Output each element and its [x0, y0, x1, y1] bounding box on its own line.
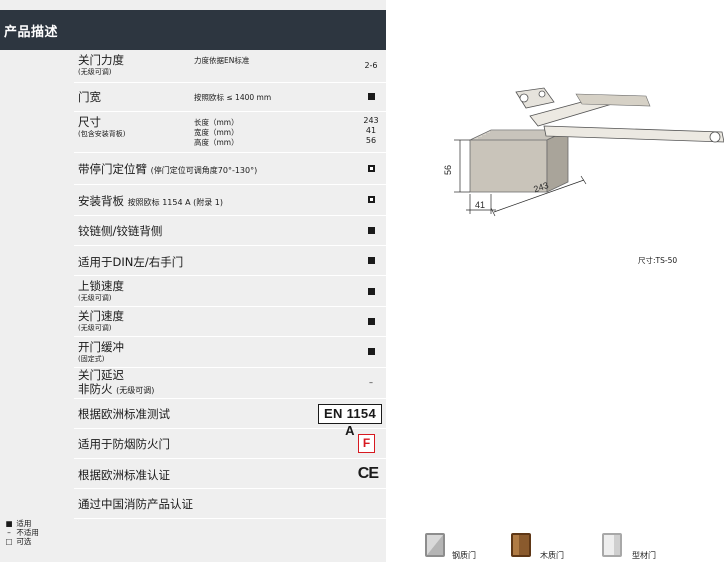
spec-row-din-left-right: 适用于DIN左/右手门	[74, 246, 386, 276]
spec-panel	[0, 0, 386, 562]
door-type-label: 型材门	[632, 551, 656, 560]
spec-sublabel: (固定式)	[78, 355, 105, 363]
spec-label: 适用于DIN左/右手门	[78, 255, 184, 269]
spec-row-delayed-action: 关门延迟 非防火 (无级可调) –	[74, 368, 386, 399]
en-1154-badge: EN 1154 A	[318, 404, 382, 438]
section-title: 产品描述	[4, 25, 59, 40]
spec-label: 安装背板 按照欧标 1154 A (附录 1)	[78, 194, 223, 208]
spec-row-backcheck: 开门缓冲 (固定式)	[74, 337, 386, 368]
spec-row-en-test: 根据欧洲标准测试 EN 1154 A	[74, 399, 386, 438]
door-type-wood: 木质门	[510, 532, 580, 562]
door-type-label: 钢质门	[452, 551, 476, 560]
ce-mark-icon: CE	[357, 465, 379, 482]
dimension-width	[466, 194, 496, 214]
spec-sublabel: (无级可调)	[78, 294, 112, 302]
door-type-profile: 型材门	[601, 532, 671, 562]
spec-label: 根据欧洲标准测试	[78, 407, 170, 421]
dimension-length	[490, 175, 587, 217]
applicable-symbol	[356, 227, 386, 237]
spec-value: –	[369, 378, 373, 387]
fire-door-badge: F	[358, 434, 375, 453]
spec-label: 通过中国消防产品认证	[78, 497, 193, 511]
spec-label: 开门缓冲	[78, 340, 124, 354]
spec-row-door-width: 门宽 按照欧标 ≤ 1400 mm	[74, 83, 386, 112]
applicable-symbol	[356, 257, 386, 267]
spec-value-width: 41	[365, 126, 377, 135]
spec-detail-height: 高度（mm）	[194, 138, 239, 147]
spec-label: 关门力度	[78, 53, 124, 67]
spec-row-dimensions: 尺寸 (包含安装背板) 长度（mm） 宽度（mm） 高度（mm） 243 41 …	[74, 112, 386, 153]
profile-door-icon	[602, 533, 622, 557]
spec-label: 带停门定位臂 (停门定位可调角度70°-130°)	[78, 162, 258, 176]
wood-door-icon	[511, 533, 531, 557]
applicable-symbol	[356, 288, 386, 298]
optional-symbol	[356, 165, 386, 175]
door-type-label: 木质门	[540, 551, 564, 560]
spec-row-ce-cert: 根据欧洲标准认证 CE	[74, 459, 386, 489]
legend-item: □ 可选	[5, 537, 32, 546]
spec-row-hold-open-arm: 带停门定位臂 (停门定位可调角度70°-130°)	[74, 153, 386, 185]
dimension-length-label: 243	[532, 180, 549, 194]
symbol-legend: ■ 适用 – 不适用 □ 可选	[4, 519, 39, 546]
spec-label: 关门速度	[78, 309, 124, 323]
section-header: 产品描述	[0, 10, 386, 50]
spec-label: 适用于防烟防火门	[78, 437, 170, 451]
spec-value-height: 56	[365, 136, 377, 145]
spec-detail: 力度依据EN标准	[194, 56, 250, 65]
spec-sublabel: (包含安装背板)	[78, 130, 126, 138]
spec-label: 铰链侧/铰链背侧	[78, 224, 163, 238]
spec-label-secondary: 非防火 (无级可调)	[78, 382, 155, 396]
spec-sublabel: (无级可调)	[78, 324, 112, 332]
spec-label: 根据欧洲标准认证	[78, 468, 170, 482]
spec-row-hinge-side: 铰链侧/铰链背侧	[74, 216, 386, 246]
spec-row-closing-force: 关门力度 (无级可调) 力度依据EN标准 2-6	[74, 50, 386, 83]
spec-detail: 按照欧标 ≤ 1400 mm	[194, 93, 272, 102]
dimension-height-label: 56	[443, 165, 453, 175]
arm-plate	[575, 93, 651, 107]
dimension-width-label: 41	[475, 200, 485, 210]
arm-shoe	[515, 87, 555, 109]
applicable-symbol	[356, 318, 386, 328]
optional-symbol	[356, 196, 386, 206]
spec-row-latch-speed: 上锁速度 (无级可调)	[74, 276, 386, 307]
spec-row-fire-door: 适用于防烟防火门 F	[74, 429, 386, 459]
legend-item: ■ 适用	[5, 519, 32, 528]
spec-value-length: 243	[363, 116, 379, 125]
door-closer-drawing: 56 41 243	[443, 87, 724, 217]
spec-label: 关门延迟	[78, 368, 124, 382]
spec-value: 2-6	[364, 61, 378, 70]
applicable-symbol	[356, 348, 386, 358]
spec-row-closing-speed: 关门速度 (无级可调)	[74, 307, 386, 337]
dimension-height	[454, 139, 470, 193]
spec-row-china-cert: 通过中国消防产品认证	[74, 489, 386, 519]
dimension-caption: 尺寸:TS-50	[638, 256, 678, 265]
spec-label: 门宽	[78, 90, 101, 104]
door-type-steel: 钢质门	[424, 532, 494, 562]
spec-label: 上锁速度	[78, 279, 124, 293]
spec-detail-width: 宽度（mm）	[194, 128, 239, 137]
spec-detail-length: 长度（mm）	[194, 118, 239, 127]
spec-label: 尺寸	[78, 115, 101, 129]
closer-side-face	[546, 129, 569, 193]
spec-sublabel: (无级可调)	[78, 68, 112, 76]
steel-door-icon	[425, 533, 445, 557]
applicable-symbol	[356, 93, 386, 103]
spec-row-mounting-plate: 安装背板 按照欧标 1154 A (附录 1)	[74, 185, 386, 216]
legend-item: – 不适用	[7, 528, 39, 537]
